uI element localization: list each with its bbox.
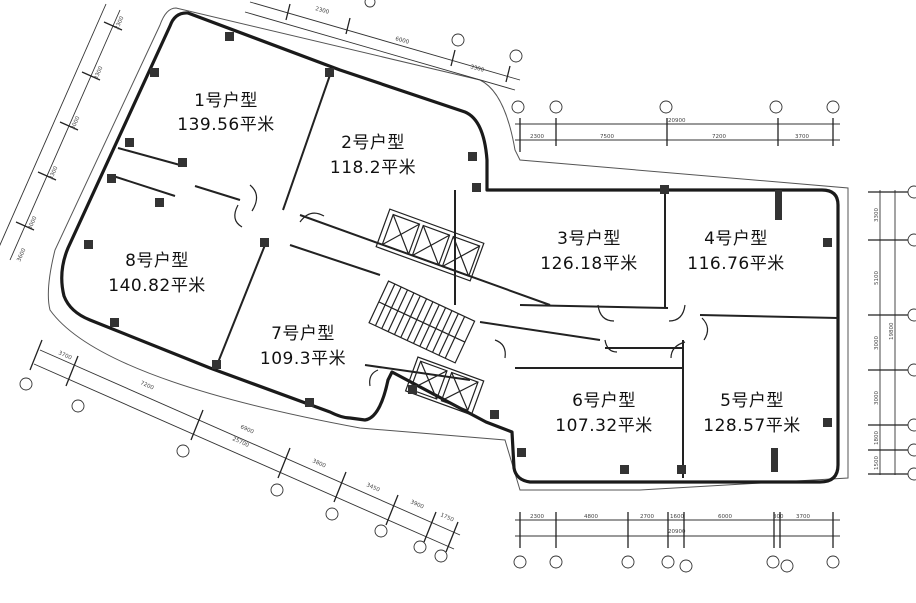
dim-bl-7: 3900 xyxy=(409,499,425,510)
dim-bl-2: 7200 xyxy=(139,380,155,391)
dim-l-2: 3300 xyxy=(93,65,104,81)
dim-tr-2: 7500 xyxy=(600,134,614,140)
dim-bl-1: 3700 xyxy=(57,350,73,361)
unit-6-area: 107.32平米 xyxy=(555,416,652,436)
unit-8-area: 140.82平米 xyxy=(108,276,205,296)
unit-3-area: 126.18平米 xyxy=(540,254,637,274)
staircase xyxy=(368,280,476,364)
dim-r-7: 1500 xyxy=(874,456,880,470)
unit-labels: 1号户型 139.56平米 2号户型 118.2平米 3号户型 126.18平米… xyxy=(108,91,800,436)
unit-3-name: 3号户型 xyxy=(557,229,621,249)
dim-r-5: 3000 xyxy=(874,391,880,405)
unit-7-area: 109.3平米 xyxy=(260,349,346,369)
dim-r-3: 19800 xyxy=(889,322,895,340)
dimension-bottom-right: 2300 4800 2700 1600 6000 300 3700 20900 xyxy=(513,512,840,573)
dim-bl-6: 3450 xyxy=(365,482,381,493)
dim-r-1: 3300 xyxy=(874,208,880,222)
dim-tl-2: 6000 xyxy=(394,36,410,46)
dim-l-3: 3000 xyxy=(70,115,81,131)
elevator-core xyxy=(375,208,485,416)
unit-4-area: 116.76平米 xyxy=(687,254,784,274)
unit-2-area: 118.2平米 xyxy=(330,158,416,178)
dim-tr-5: 3700 xyxy=(795,134,809,140)
dim-l-1: 2300 xyxy=(114,15,125,31)
unit-1-name: 1号户型 xyxy=(194,91,258,111)
dim-r-2: 5100 xyxy=(874,271,880,285)
dim-tr-3: 20900 xyxy=(668,118,686,124)
structural-columns xyxy=(84,32,832,474)
dim-bl-8: 1750 xyxy=(439,512,455,523)
dim-bl-3: 6900 xyxy=(239,424,255,435)
dim-l-4: 3300 xyxy=(48,165,59,181)
site-outline xyxy=(47,7,849,491)
unit-4-name: 4号户型 xyxy=(704,229,768,249)
dim-br-6: 300 xyxy=(773,514,784,520)
dim-br-total: 20900 xyxy=(668,529,686,535)
dim-br-7: 3700 xyxy=(796,514,810,520)
dim-br-1: 2300 xyxy=(530,514,544,520)
dim-l-6: 3600 xyxy=(16,247,27,263)
unit-5-area: 128.57平米 xyxy=(703,416,800,436)
unit-5-name: 5号户型 xyxy=(720,391,784,411)
unit-8-name: 8号户型 xyxy=(125,251,189,271)
dim-r-4: 3000 xyxy=(874,336,880,350)
dimension-right: 3300 5100 19800 3000 3000 1800 1500 xyxy=(868,185,916,481)
interior-walls xyxy=(109,74,839,478)
dim-tr-1: 2300 xyxy=(530,134,544,140)
dimension-top-left: 2300 6000 3300 xyxy=(244,0,523,91)
unit-6-name: 6号户型 xyxy=(572,391,636,411)
dim-br-5: 6000 xyxy=(718,514,732,520)
unit-2-name: 2号户型 xyxy=(341,133,405,153)
dimension-left: 2300 3300 3000 3300 3000 3600 xyxy=(0,3,126,263)
dim-tl-3: 3300 xyxy=(469,64,485,74)
dim-r-6: 1800 xyxy=(874,431,880,445)
dimension-top-right: 2300 7500 20900 7200 3700 xyxy=(511,100,840,152)
dim-tl-1: 2300 xyxy=(314,6,330,16)
dim-br-3: 2700 xyxy=(640,514,654,520)
dim-br-4: 1600 xyxy=(670,514,684,520)
dim-tr-4: 7200 xyxy=(712,134,726,140)
dim-l-5: 3000 xyxy=(27,215,38,231)
dim-br-2: 4800 xyxy=(584,514,598,520)
door-swings xyxy=(234,184,709,387)
unit-7-name: 7号户型 xyxy=(271,324,335,344)
unit-1-area: 139.56平米 xyxy=(177,115,274,135)
dim-bl-5: 3800 xyxy=(311,458,327,469)
building-outer-wall xyxy=(60,11,840,484)
